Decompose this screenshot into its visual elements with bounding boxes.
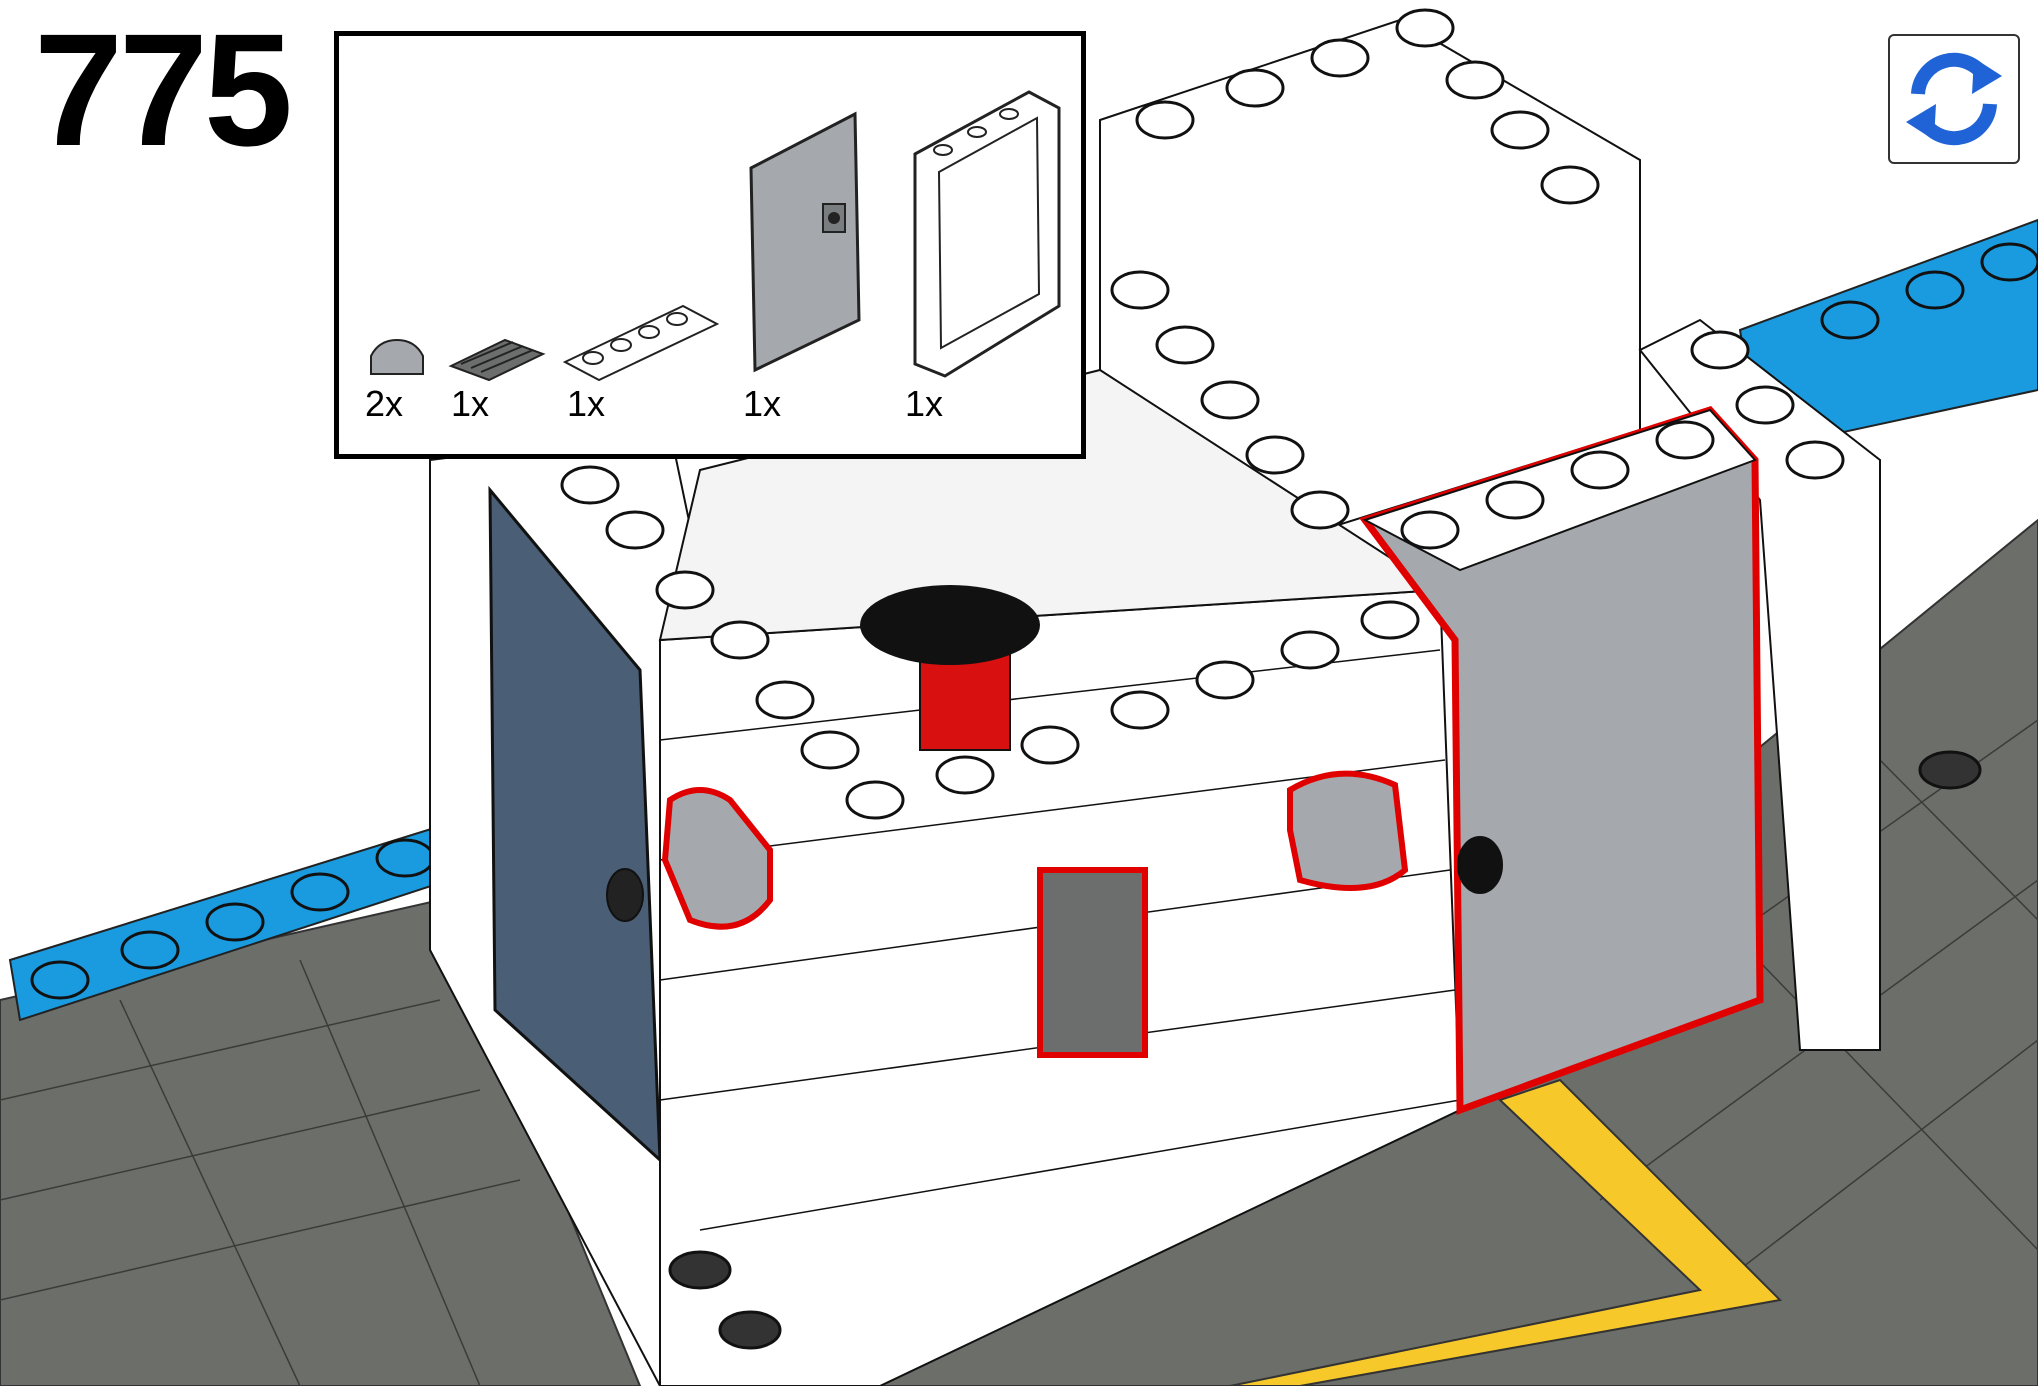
right-door-handle — [1458, 837, 1502, 893]
plate-1x4-part-icon — [561, 298, 721, 386]
part-qty-plate: 1x — [567, 386, 605, 422]
left-door-handle — [607, 869, 643, 921]
part-qty-grille-tile: 1x — [451, 386, 489, 422]
inner-red-part — [920, 650, 1010, 750]
round-tile-part-icon — [367, 334, 427, 386]
part-qty-round-tile: 2x — [365, 386, 403, 422]
round-tile-right-highlight — [1290, 774, 1405, 888]
part-qty-door: 1x — [743, 386, 781, 422]
step-number: 775 — [34, 10, 289, 170]
part-qty-door-frame: 1x — [905, 386, 943, 422]
grille-tile-part-icon — [447, 336, 547, 384]
rotate-view-button[interactable] — [1888, 34, 2020, 164]
rotate-view-icon — [1890, 36, 2018, 162]
parts-list-callout: 2x 1x 1x 1x 1x — [334, 31, 1086, 459]
inner-black-part — [860, 585, 1040, 665]
door-frame-part-icon — [909, 84, 1065, 384]
grille-tile-highlight — [1040, 870, 1145, 1055]
door-part-icon — [745, 108, 865, 374]
